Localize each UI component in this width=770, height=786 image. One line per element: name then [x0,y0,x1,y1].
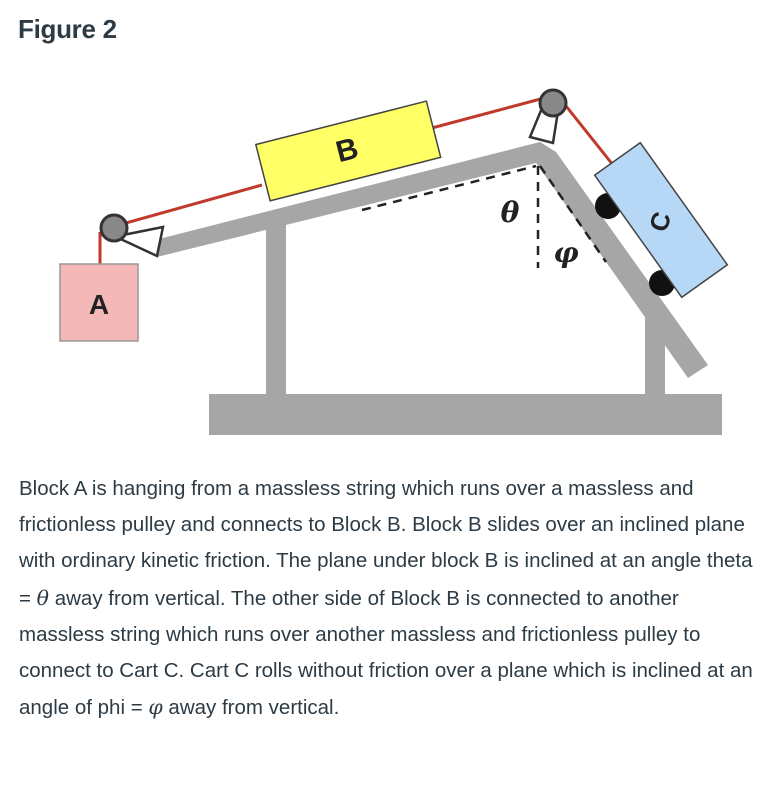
phi-reference-dash [538,165,608,263]
string-b-to-pulley [431,95,549,130]
figure-caption: Block A is hanging from a massless strin… [19,471,761,726]
theta-symbol: θ [501,196,520,229]
base-platform [209,394,722,435]
incline-plane-b [155,142,548,257]
block-a-label: A [89,289,109,320]
incline-plane-c [534,142,708,378]
figure-title: Figure 2 [18,14,117,44]
left-pulley [99,213,129,243]
caption-theta-symbol: θ [36,585,50,610]
phi-symbol: φ [553,236,579,269]
block-b [254,100,442,202]
string-a-to-b [107,183,263,230]
caption-phi-symbol: φ [148,695,163,720]
theta-reference-dash [361,164,537,212]
caption-part-2: away from vertical. The other side of Bl… [19,586,753,720]
string-pulley-to-c [564,105,619,171]
caption-part-1: Block A is hanging from a massless strin… [19,477,753,610]
top-pulley [538,88,568,118]
caption-part-3: away from vertical. [162,696,340,720]
block-a [59,263,139,342]
cart-c [593,141,729,299]
incline-diagram: A B θ φ C [59,88,729,435]
left-support-post [266,220,286,396]
